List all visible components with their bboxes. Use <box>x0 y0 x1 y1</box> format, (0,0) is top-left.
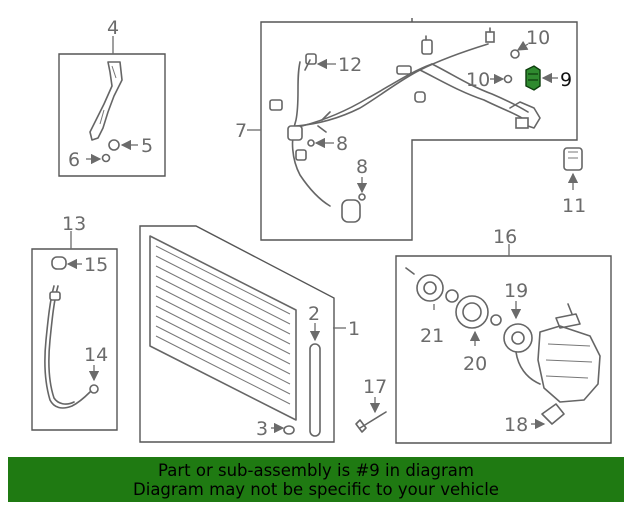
callout-5: 5 <box>141 135 153 157</box>
callout-20: 20 <box>463 353 487 375</box>
leader-10a <box>516 40 529 51</box>
part-17-bolt <box>355 411 387 433</box>
info-banner: Part or sub-assembly is #9 in diagram Di… <box>8 457 624 502</box>
group-4-bracket <box>58 53 166 177</box>
callout-11: 11 <box>562 195 586 217</box>
callout-15: 15 <box>84 254 108 276</box>
callout-9: 9 <box>560 69 572 91</box>
callout-8a: 8 <box>336 133 348 155</box>
callout-21: 21 <box>420 325 444 347</box>
callout-13: 13 <box>62 213 86 235</box>
group-16-compressor <box>395 255 612 444</box>
callout-18: 18 <box>504 414 528 436</box>
group-7-hoses <box>260 18 578 241</box>
callout-19: 19 <box>504 280 528 302</box>
callout-10b: 10 <box>466 69 490 91</box>
group-1-condenser <box>139 225 335 443</box>
callout-6: 6 <box>68 149 80 171</box>
banner-line-1: Part or sub-assembly is #9 in diagram <box>158 461 474 480</box>
callout-17: 17 <box>363 376 387 398</box>
callout-12: 12 <box>338 54 362 76</box>
part-11-sensor <box>563 147 583 171</box>
callout-7: 7 <box>235 120 247 142</box>
callout-16: 16 <box>493 226 517 248</box>
callout-3: 3 <box>256 418 268 440</box>
callout-14: 14 <box>84 344 108 366</box>
callout-8b: 8 <box>356 156 368 178</box>
part-9-highlight <box>525 65 541 91</box>
callout-10a: 10 <box>526 27 550 49</box>
callout-4: 4 <box>107 17 119 39</box>
group-13-line <box>31 248 118 431</box>
callout-2: 2 <box>308 303 320 325</box>
banner-line-2: Diagram may not be specific to your vehi… <box>133 480 499 499</box>
callout-1: 1 <box>348 318 360 340</box>
